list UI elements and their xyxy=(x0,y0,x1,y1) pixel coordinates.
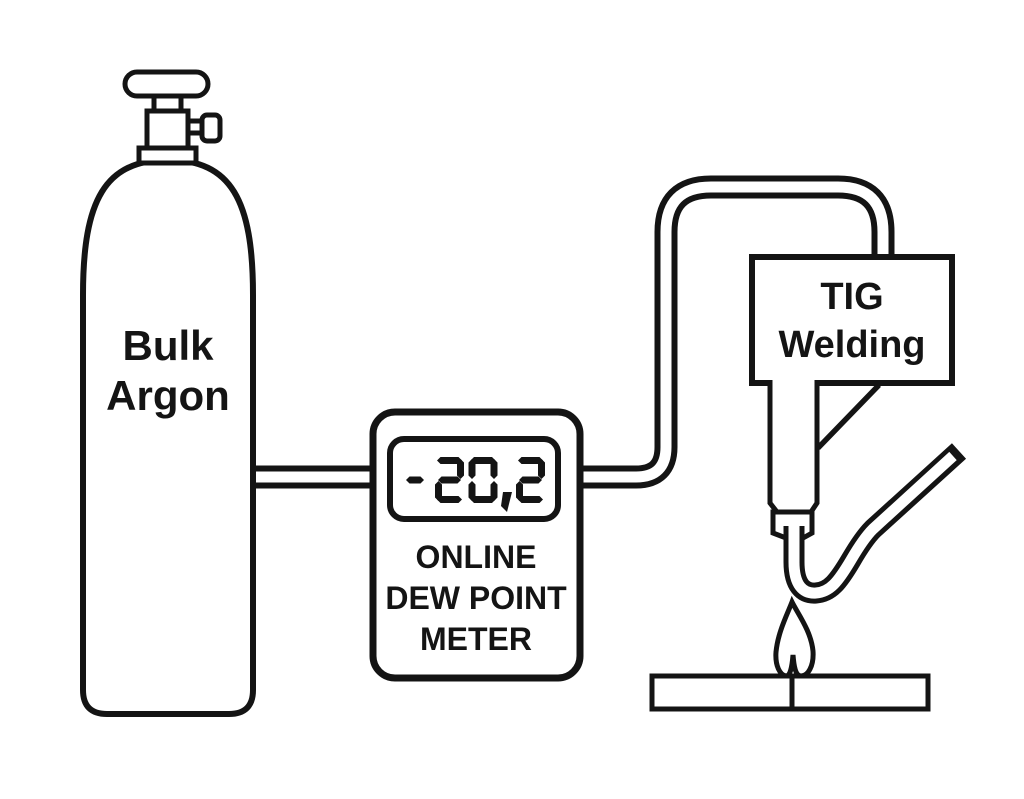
valve-handle xyxy=(122,69,211,99)
torch-body xyxy=(767,380,820,515)
torch-neck-and-cable xyxy=(783,443,967,604)
dew-point-meter: ONLINE DEW POINT METER xyxy=(369,408,584,682)
pipe-meter-to-welder xyxy=(577,175,895,489)
tig-welding-unit: TIG Welding xyxy=(649,254,967,712)
meter-label-line1: ONLINE xyxy=(416,539,537,575)
cylinder-body xyxy=(80,156,256,717)
valve-body xyxy=(144,108,191,154)
cylinder-neck-flange xyxy=(136,145,199,166)
pipe-meter-to-welder-bore xyxy=(577,181,889,483)
cylinder-label-line1: Bulk xyxy=(122,322,214,369)
seven-segment-segment xyxy=(468,481,476,501)
seven-segment-segment xyxy=(438,476,461,484)
seven-segment-segment xyxy=(457,459,464,479)
torch-support-line xyxy=(816,383,881,450)
seven-segment-segment xyxy=(538,459,545,479)
meter-label-line2: DEW POINT xyxy=(385,580,567,616)
seven-segment-segment xyxy=(519,476,542,484)
seven-segment-segment xyxy=(518,496,543,503)
seven-segment-segment xyxy=(468,459,476,479)
tig-label-line1: TIG xyxy=(820,276,883,318)
seven-segment-segment xyxy=(437,496,462,503)
valve-outlet-knob xyxy=(199,112,223,144)
meter-label-line3: METER xyxy=(420,621,532,657)
argon-cylinder: Bulk Argon xyxy=(80,69,256,717)
seven-segment-segment xyxy=(470,496,496,503)
seven-segment-segment xyxy=(406,476,424,484)
seven-segment-segment xyxy=(437,457,462,464)
seven-segment-segment xyxy=(490,481,498,501)
seven-segment-segment xyxy=(490,459,498,479)
seven-segment-segment xyxy=(470,457,496,464)
seven-segment-segment xyxy=(518,457,543,464)
meter-lcd-screen xyxy=(387,436,561,522)
flame-icon xyxy=(773,595,816,679)
cylinder-label-line2: Argon xyxy=(106,372,230,419)
tig-welding-box xyxy=(749,254,955,386)
tig-label-line2: Welding xyxy=(778,324,925,366)
workpiece xyxy=(649,673,931,712)
seven-segment-segment xyxy=(501,492,512,512)
seven-segment-segment xyxy=(516,481,523,501)
torch-cable-bore xyxy=(788,451,957,599)
seven-segment-value xyxy=(406,457,545,512)
seven-segment-segment xyxy=(435,481,442,501)
